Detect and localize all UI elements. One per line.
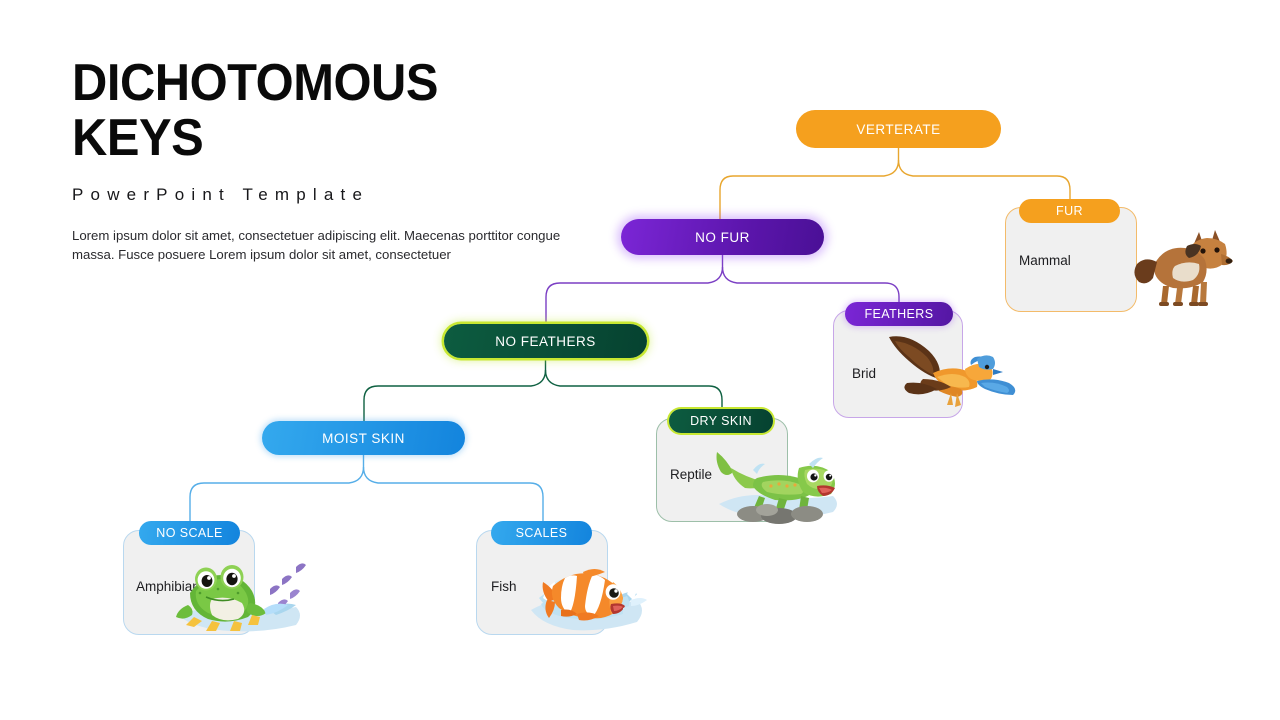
- page-title: DICHOTOMOUS KEYS: [72, 54, 438, 167]
- leaf-card-amphibian[interactable]: Amphibian: [123, 530, 255, 635]
- leaf-label-fish: Fish: [491, 579, 517, 594]
- node-vertebrate[interactable]: VERTERATE: [796, 110, 1001, 148]
- tag-feathers[interactable]: FEATHERS: [845, 302, 953, 326]
- tag-dry-skin[interactable]: DRY SKIN: [669, 409, 773, 433]
- node-moist-skin[interactable]: MOIST SKIN: [262, 421, 465, 455]
- node-no-feathers-label: NO FEATHERS: [495, 333, 596, 349]
- leaf-label-bird: Brid: [852, 366, 877, 381]
- leaf-card-reptile[interactable]: Reptile: [656, 418, 788, 522]
- dog-illustration: [1134, 230, 1233, 306]
- leaf-card-mammal[interactable]: Mammal: [1005, 207, 1137, 312]
- leaf-card-bird[interactable]: Brid: [833, 310, 963, 418]
- node-vertebrate-label: VERTERATE: [856, 121, 941, 137]
- leaf-label-amphibian: Amphibian: [136, 579, 200, 594]
- tag-dry-skin-label: DRY SKIN: [690, 414, 752, 428]
- title-block: DICHOTOMOUS KEYS PowerPoint Template Lor…: [72, 56, 592, 264]
- node-no-fur[interactable]: NO FUR: [621, 219, 824, 255]
- node-no-feathers[interactable]: NO FEATHERS: [444, 324, 647, 358]
- tag-no-scale-label: NO SCALE: [156, 526, 223, 540]
- node-moist-skin-label: MOIST SKIN: [322, 430, 405, 446]
- tag-fur[interactable]: FUR: [1019, 199, 1120, 223]
- page-description: Lorem ipsum dolor sit amet, consectetuer…: [72, 228, 561, 263]
- leaf-label-mammal: Mammal: [1019, 253, 1071, 268]
- tag-scales-label: SCALES: [515, 526, 568, 540]
- node-no-fur-label: NO FUR: [695, 229, 750, 245]
- leaf-card-fish[interactable]: Fish: [476, 530, 608, 635]
- tag-feathers-label: FEATHERS: [864, 307, 934, 321]
- leaf-label-reptile: Reptile: [670, 467, 713, 482]
- tag-scales[interactable]: SCALES: [491, 521, 592, 545]
- page-subtitle: PowerPoint Template: [72, 185, 370, 205]
- tag-fur-label: FUR: [1056, 204, 1083, 218]
- tag-no-scale[interactable]: NO SCALE: [139, 521, 240, 545]
